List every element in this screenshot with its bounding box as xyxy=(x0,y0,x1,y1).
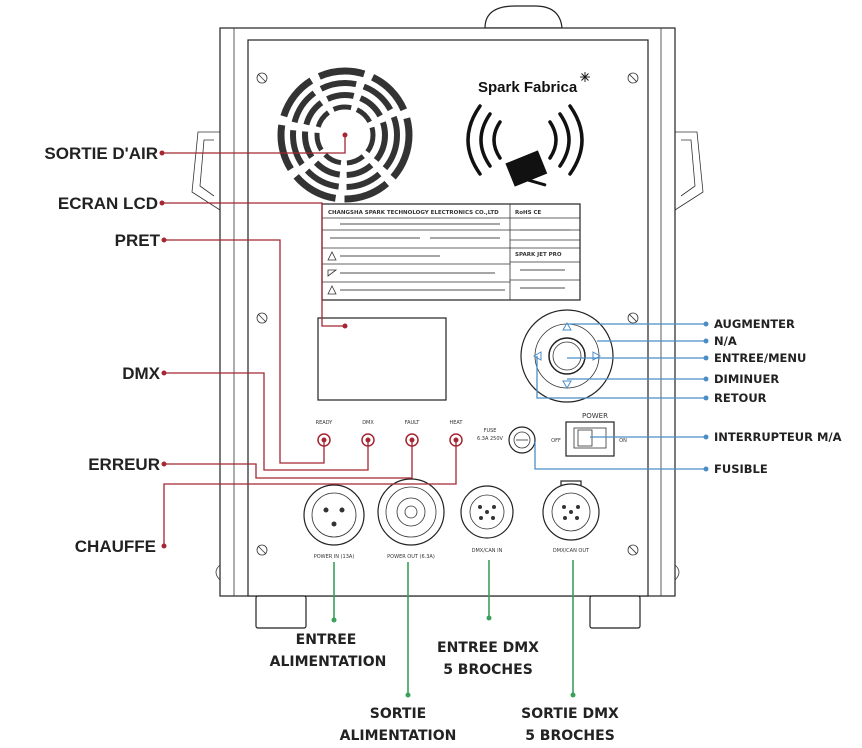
power-switch[interactable]: POWER OFF ON xyxy=(551,412,627,457)
bottom-callouts: ENTREE ALIMENTATION SORTIE ALIMENTATION … xyxy=(270,560,619,744)
enter-menu-button[interactable] xyxy=(548,337,586,375)
callout-fuse: FUSIBLE xyxy=(714,462,768,476)
led-label-fault: FAULT xyxy=(405,420,421,426)
brand-logo: Spark Fabrica xyxy=(478,72,590,96)
lcd-screen xyxy=(317,317,447,401)
callout-power-in-2: ALIMENTATION xyxy=(270,654,387,670)
callout-dmx: DMX xyxy=(122,364,160,383)
callout-fault: ERREUR xyxy=(88,455,160,474)
dmx-in-connector: DMX/CAN IN xyxy=(460,485,514,554)
spark-star-icon xyxy=(580,72,590,82)
power-out-connector: POWER OUT (6.3A) xyxy=(377,478,445,560)
power-switch-title: POWER xyxy=(582,412,608,420)
nameplate-marks: RoHS CE xyxy=(515,210,542,216)
callout-na: N/A xyxy=(714,334,737,348)
dmx-out-connector: DMX/CAN OUT xyxy=(542,480,600,554)
led-label-dmx: DMX xyxy=(362,420,374,426)
dmx-in-label: DMX/CAN IN xyxy=(472,548,503,554)
wireless-card-icon xyxy=(466,104,584,187)
fuse-label: FUSE xyxy=(484,428,497,434)
nameplate: CHANGSHA SPARK TECHNOLOGY ELECTRONICS CO… xyxy=(321,203,581,301)
callout-dmx-in-2: 5 BROCHES xyxy=(443,662,533,678)
right-callouts: AUGMENTER N/A ENTREE/MENU DIMINUER RETOU… xyxy=(534,317,842,476)
fuse-holder[interactable]: FUSE 6.3A 250V xyxy=(477,426,536,454)
callout-power-out-2: ALIMENTATION xyxy=(340,728,457,744)
air-outlet-fan xyxy=(277,67,413,203)
power-out-label: POWER OUT (6.3A) xyxy=(387,554,435,560)
callout-back: RETOUR xyxy=(714,391,767,405)
device-body xyxy=(191,5,704,629)
down-arrow-icon xyxy=(562,380,572,390)
led-label-heat: HEAT xyxy=(449,420,463,426)
callout-dmx-out-2: 5 BROCHES xyxy=(525,728,615,744)
callout-dmx-in-1: ENTREE DMX xyxy=(437,640,539,656)
nameplate-model: SPARK JET PRO xyxy=(515,252,562,258)
callout-dmx-out-1: SORTIE DMX xyxy=(521,706,619,722)
callout-increase: AUGMENTER xyxy=(714,317,795,331)
power-switch-off-label: OFF xyxy=(551,438,561,444)
fuse-rating: 6.3A 250V xyxy=(477,436,504,442)
led-label-ready: READY xyxy=(316,420,334,426)
callout-heat: CHAUFFE xyxy=(75,537,156,556)
power-in-label: POWER IN (13A) xyxy=(314,554,355,560)
callout-power-out-1: SORTIE xyxy=(370,706,426,722)
power-in-connector: POWER IN (13A) xyxy=(303,484,365,560)
power-switch-on-label: ON xyxy=(619,438,627,444)
callout-decrease: DIMINUER xyxy=(714,372,779,386)
callout-air-outlet: SORTIE D'AIR xyxy=(44,144,158,163)
callout-power-in-1: ENTREE xyxy=(296,632,357,648)
nameplate-company: CHANGSHA SPARK TECHNOLOGY ELECTRONICS CO… xyxy=(328,210,499,216)
left-callouts: SORTIE D'AIR ECRAN LCD PRET DMX ERREUR C… xyxy=(44,132,457,556)
up-arrow-icon xyxy=(562,321,572,331)
brand-name: Spark Fabrica xyxy=(478,79,578,96)
connectors: POWER IN (13A) POWER OUT (6.3A) DMX/CAN … xyxy=(303,478,600,560)
dmx-out-label: DMX/CAN OUT xyxy=(553,548,590,554)
callout-power-switch: INTERRUPTEUR M/A xyxy=(714,430,842,444)
callout-lcd-screen: ECRAN LCD xyxy=(58,194,158,213)
callout-ready: PRET xyxy=(115,231,161,250)
callout-enter-menu: ENTREE/MENU xyxy=(714,351,806,365)
